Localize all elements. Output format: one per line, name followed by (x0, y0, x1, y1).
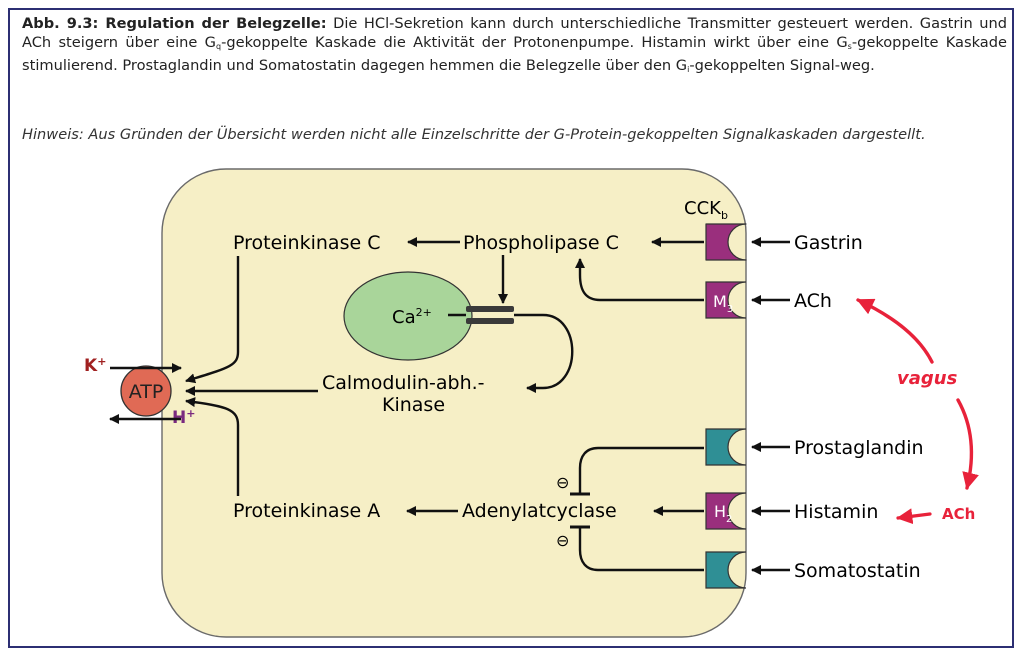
ca-channel-bottom (466, 318, 514, 324)
vagus-to-ach-arrow (856, 298, 934, 364)
caption-sub-i: i (687, 65, 690, 74)
pka-to-atp-arrow (184, 397, 240, 496)
somatostatin-receptor (705, 551, 747, 589)
ca-channel-top (466, 306, 514, 312)
proteinkinase-a-label: Proteinkinase A (233, 500, 380, 522)
m3-label: M3 (713, 292, 733, 315)
atp-pump (120, 365, 172, 417)
m3-to-plc-arrow (574, 257, 704, 302)
caption-text-4: -gekoppelten Signal-weg. (689, 57, 875, 74)
caption-title: Abb. 9.3: Regulation der Belegzelle: (22, 15, 327, 32)
atp-label: ATP (129, 381, 164, 403)
somatostatin-label: Somatostatin (794, 560, 921, 582)
ach-note: ACh (942, 505, 975, 523)
ca-label: Ca2+ (392, 306, 432, 328)
caption-sub-q: q (216, 42, 222, 51)
ca-to-camk-arrow (514, 313, 574, 394)
cckb-label: CCKb (684, 198, 728, 222)
prostaglandin-receptor (705, 428, 747, 466)
caption-sub-s: s (847, 42, 852, 51)
caption-text-1: Die HCl-Sekretion kann durch unterschied… (22, 15, 1007, 51)
inhibit-symbol-top: ⊖ (556, 473, 569, 492)
vagus-note: vagus (897, 368, 958, 389)
somatostatin-inhibition-line (578, 527, 704, 572)
caption-text-3: -gekoppelte Kaskade stimulierend. Prosta… (22, 34, 1007, 74)
calcium-store (343, 271, 473, 361)
histamin-label: Histamin (794, 501, 878, 523)
figure-frame (8, 8, 1014, 648)
ach-label: ACh (794, 290, 832, 312)
gastrin-label: Gastrin (794, 232, 863, 254)
caption-text-2: -gekoppelte Kaskade die Aktivität der Pr… (221, 34, 848, 51)
h2-label: H2 (714, 502, 732, 525)
potassium-label: K+ (84, 355, 106, 376)
pkc-to-atp-arrow (185, 256, 240, 384)
figure-caption: Abb. 9.3: Regulation der Belegzelle: Die… (22, 14, 1007, 79)
ach-to-histamin-arrow (896, 508, 932, 525)
camk-label-1: Calmodulin-abh.- (322, 372, 485, 394)
adenylatcyclase-label: Adenylatcyclase (462, 500, 617, 522)
camk-label-2: Kinase (382, 394, 445, 416)
prostaglandin-inhibition-line (578, 446, 704, 494)
phospholipase-c-label: Phospholipase C (463, 232, 619, 254)
cckb-receptor (705, 223, 747, 261)
prostaglandin-label: Prostaglandin (794, 437, 924, 459)
m3-receptor: M3 (705, 281, 747, 319)
inhibit-symbol-bottom: ⊖ (556, 531, 569, 550)
h2-receptor: H2 (705, 492, 747, 530)
caption-hint: Hinweis: Aus Gründen der Übersicht werde… (22, 126, 926, 143)
proteinkinase-c-label: Proteinkinase C (233, 232, 380, 254)
vagus-to-ach-down-arrow (956, 398, 979, 490)
